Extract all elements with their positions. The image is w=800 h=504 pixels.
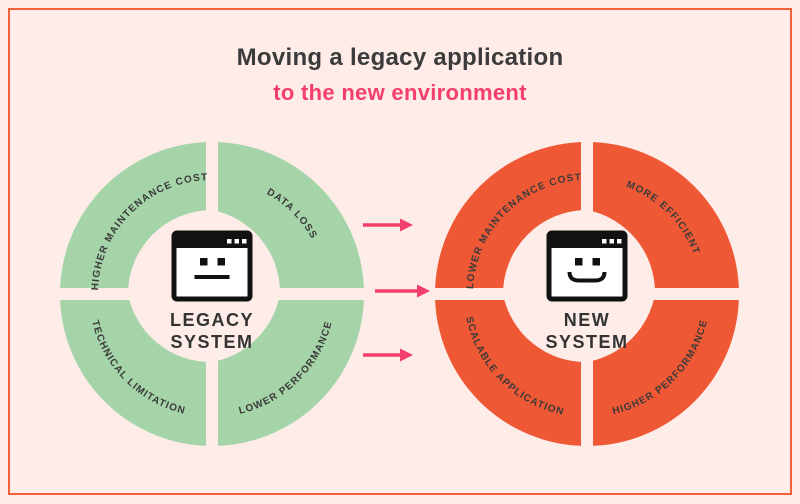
legacy-window-neutral-face-icon [171, 230, 253, 302]
page-title: Moving a legacy application [236, 44, 564, 71]
legacy-system-label: LEGACY SYSTEM [169, 310, 254, 352]
legacy-segment-top-left [60, 142, 212, 294]
new-segment-top-left [435, 142, 587, 294]
new-segment-top-right [587, 142, 739, 294]
page-subtitle: to the new environment [273, 80, 527, 105]
legacy-segment-bottom-right [212, 294, 364, 446]
legacy-center: LEGACY SYSTEM [112, 230, 312, 353]
arrow-right-icon [375, 284, 430, 298]
new-segment-bottom-left [435, 294, 587, 446]
new-system-label: NEW SYSTEM [545, 310, 629, 352]
transition-arrows [363, 218, 430, 362]
arrow-right-icon [363, 348, 413, 362]
legacy-segment-top-right [212, 142, 364, 294]
new-segment-bottom-right [587, 294, 739, 446]
new-center: NEW SYSTEM [487, 230, 687, 353]
legacy-segment-bottom-left [60, 294, 212, 446]
new-window-smiley-face-icon [546, 230, 628, 302]
new-ring-diagram: LOWER MAINTENANCE COST MORE EFFICIENT SC… [432, 139, 742, 449]
arrow-right-icon [363, 218, 413, 232]
